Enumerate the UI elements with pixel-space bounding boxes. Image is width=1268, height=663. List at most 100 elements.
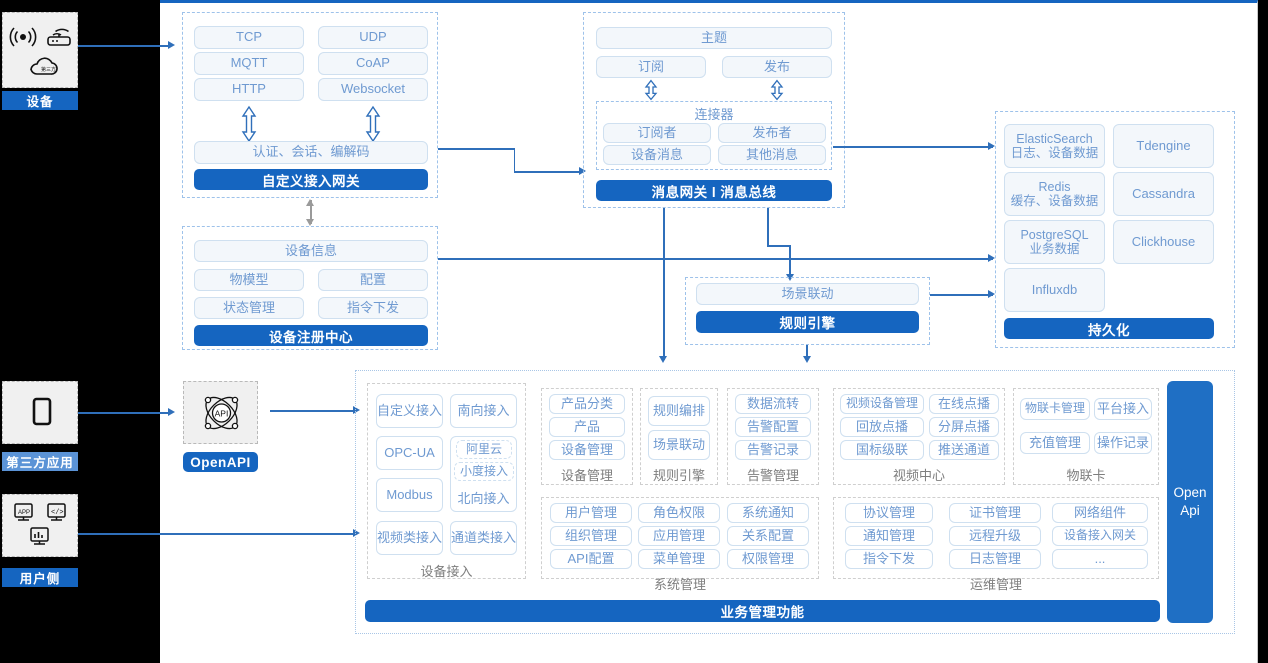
chip-user-management[interactable]: 用户管理 [550,503,632,523]
connector-chip-publisher[interactable]: 发布者 [718,123,826,143]
gateway-band: 自定义接入网关 [194,169,428,190]
chip-device-access-gateway[interactable]: 设备接入网关 [1052,526,1148,546]
arrow-rule-to-business [802,356,811,363]
store-chip-tdengine[interactable]: Tdengine [1113,124,1214,168]
rule-engine-group [685,277,930,345]
chip-api-config[interactable]: API配置 [550,549,632,569]
store-chip-elasticsearch[interactable]: ElasticSearch 日志、设备数据 [1004,124,1105,168]
rail-label-device-text: 设备 [26,95,54,109]
group-device-management [541,388,633,485]
chip-split-screen-vod[interactable]: 分屏点播 [929,417,999,437]
subscribe-chip[interactable]: 订阅 [596,56,706,78]
chip-system-notice[interactable]: 系统通知 [727,503,809,523]
chip-role-permission[interactable]: 角色权限 [638,503,720,523]
registry-chip-thing-model[interactable]: 物模型 [194,269,304,291]
chip-operation-record[interactable]: 操作记录 [1094,432,1152,454]
open-api-column[interactable]: Open Api [1167,381,1213,623]
chip-network-component[interactable]: 网络组件 [1052,503,1148,523]
rule-scene-chip[interactable]: 场景联动 [696,283,919,305]
connector-bus-to-rule-h [767,245,791,247]
gateway-middle-chip[interactable]: 认证、会话、编解码 [194,141,428,164]
connector-gateway-to-bus-h1 [438,148,515,150]
user-side-icon-box: APP </> [2,494,78,557]
device-access-chip-opcua[interactable]: OPC-UA [376,436,443,470]
chip-video-device-management[interactable]: 视频设备管理 [840,394,924,414]
store-chip-cassandra[interactable]: Cassandra [1113,172,1214,216]
chip-alarm-record[interactable]: 告警记录 [735,440,811,460]
chip-more[interactable]: ... [1052,549,1148,569]
chip-gb-cascade[interactable]: 国标级联 [840,440,924,460]
publish-chip[interactable]: 发布 [722,56,832,78]
connector-group [596,101,832,170]
protocol-chip-coap[interactable]: CoAP [318,52,428,75]
chip-recharge-management[interactable]: 充值管理 [1020,432,1090,454]
chip-remote-upgrade[interactable]: 远程升级 [949,526,1041,546]
protocol-chip-http[interactable]: HTTP [194,78,304,101]
chip-app-management[interactable]: 应用管理 [638,526,720,546]
chip-protocol-management[interactable]: 协议管理 [845,503,933,523]
chip-alarm-config[interactable]: 告警配置 [735,417,811,437]
chip-push-channel[interactable]: 推送通道 [929,440,999,460]
chip-platform-access[interactable]: 平台接入 [1094,398,1152,420]
connector-chip-subscriber[interactable]: 订阅者 [603,123,711,143]
connector-thirdparty-to-openapi [78,412,170,414]
registry-chip-command[interactable]: 指令下发 [318,297,428,319]
chip-notice-management[interactable]: 通知管理 [845,526,933,546]
connector-bus-to-persistence [833,146,993,148]
arrow-thirdparty-to-openapi [168,407,175,416]
registry-info-chip[interactable]: 设备信息 [194,240,428,262]
store-chip-redis[interactable]: Redis 缓存、设备数据 [1004,172,1105,216]
group-video-center [833,388,1005,485]
connector-gateway-to-bus-h2 [513,171,582,173]
mobile-phone-icon [32,397,52,426]
caption-alarm-management: 告警管理 [746,468,799,483]
third-party-app-icon-box [2,381,78,444]
store-chip-clickhouse[interactable]: Clickhouse [1113,220,1214,264]
device-icon-box: 第三方 [2,12,78,88]
chip-menu-management[interactable]: 菜单管理 [638,549,720,569]
double-arrow-left-icon [239,105,259,143]
bus-double-arrow-right-icon [769,79,785,101]
chip-product-category[interactable]: 产品分类 [549,394,625,414]
northbound-chip-xiaodu[interactable]: 小度接入 [454,462,514,481]
chip-rule-orchestration[interactable]: 规则编排 [648,396,710,426]
chip-org-management[interactable]: 组织管理 [550,526,632,546]
svg-text:第三方: 第三方 [41,66,56,73]
arrow-rule-to-persistence [988,289,995,298]
protocol-chip-udp[interactable]: UDP [318,26,428,49]
topic-chip[interactable]: 主题 [596,27,832,49]
connector-chip-other-message[interactable]: 其他消息 [718,145,826,165]
connector-gateway-to-bus-v [513,148,516,172]
registry-chip-config[interactable]: 配置 [318,269,428,291]
chip-log-management[interactable]: 日志管理 [949,549,1041,569]
message-bus-group [583,12,845,208]
northbound-chip-aliyun[interactable]: 阿里云 [456,440,512,459]
chip-product[interactable]: 产品 [549,417,625,437]
registry-chip-state[interactable]: 状态管理 [194,297,304,319]
store-chip-influxdb[interactable]: Influxdb [1004,268,1105,312]
chip-cert-management[interactable]: 证书管理 [949,503,1041,523]
device-access-chip-video[interactable]: 视频类接入 [376,521,443,555]
device-access-chip-modbus[interactable]: Modbus [376,478,443,512]
chip-playback-vod[interactable]: 回放点播 [840,417,924,437]
device-access-chip-southbound[interactable]: 南向接入 [450,394,517,428]
protocol-chip-mqtt[interactable]: MQTT [194,52,304,75]
chip-data-flow[interactable]: 数据流转 [735,394,811,414]
chip-online-vod[interactable]: 在线点播 [929,394,999,414]
chip-device-management[interactable]: 设备管理 [549,440,625,460]
chip-iot-card-management[interactable]: 物联卡管理 [1020,398,1090,420]
device-access-chip-custom[interactable]: 自定义接入 [376,394,443,428]
northbound-label: 北向接入 [457,491,510,507]
chip-command-dispatch[interactable]: 指令下发 [845,549,933,569]
chart-window-icon [30,527,49,545]
protocol-chip-tcp[interactable]: TCP [194,26,304,49]
chip-permission-management[interactable]: 权限管理 [727,549,809,569]
device-access-chip-channel[interactable]: 通道类接入 [450,521,517,555]
connector-chip-device-message[interactable]: 设备消息 [603,145,711,165]
chip-scene-linkage[interactable]: 场景联动 [648,430,710,460]
protocol-chip-websocket[interactable]: Websocket [318,78,428,101]
store-chip-postgresql[interactable]: PostgreSQL 业务数据 [1004,220,1105,264]
group-ops-management [833,497,1159,579]
chip-relation-config[interactable]: 关系配置 [727,526,809,546]
device-access-group [367,383,526,579]
